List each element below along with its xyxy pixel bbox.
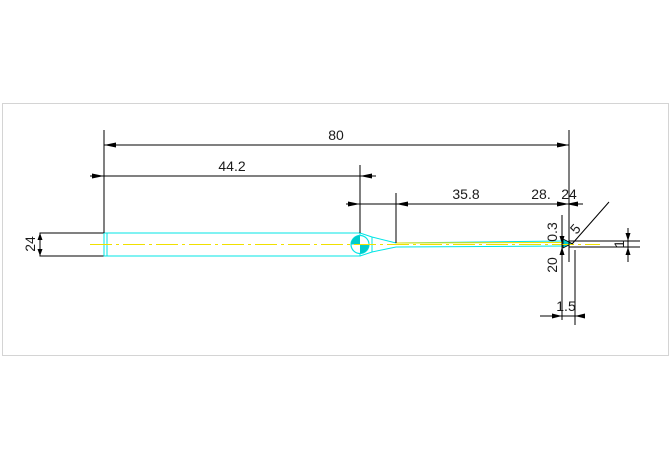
- part-outline: [39, 232, 600, 257]
- dim-20-label: 20: [544, 257, 560, 273]
- arrow-1-5-right: [575, 313, 585, 319]
- dim-1-right-label: 1: [611, 240, 627, 248]
- arrow-tip-upper: [559, 236, 565, 244]
- arrow-44-2-left: [92, 173, 104, 179]
- arrow-80-left: [104, 142, 116, 148]
- dimensions: 80 44.2 35.8 28. 24 24 0.3 20 5: [22, 127, 640, 325]
- section-quadrant-upper-left: [351, 235, 360, 245]
- dim-80-label: 80: [328, 127, 344, 143]
- arrow-1-right-top: [625, 233, 631, 241]
- dim-35-8-label: 35.8: [452, 186, 479, 202]
- dim-28-label: 28.: [531, 186, 550, 202]
- needle-tip: [562, 238, 573, 249]
- arrow-35-8-right: [396, 201, 408, 207]
- arrow-1-5-left: [552, 313, 562, 319]
- arrow-1-right-bottom: [625, 247, 631, 255]
- dim-0-3-label: 0.3: [544, 222, 560, 242]
- needle-inner-edge: [395, 242, 566, 244]
- arrow-44-2-right: [360, 173, 372, 179]
- dim-1-5-label: 1.5: [556, 298, 576, 314]
- arrow-35-8-left: [348, 201, 360, 207]
- dim-24-left-label: 24: [22, 236, 38, 252]
- dim-44-2-label: 44.2: [218, 158, 245, 174]
- arrow-24-left-top: [37, 233, 43, 240]
- arrow-tip-lower: [559, 247, 565, 255]
- arrow-80-right: [557, 142, 569, 148]
- dim-24-top-label: 24: [561, 186, 577, 202]
- drawing-frame: [2, 103, 669, 356]
- arrow-28-right: [557, 201, 569, 207]
- leader-5: [571, 201, 610, 245]
- arrow-24-left-bottom: [37, 249, 43, 256]
- section-quadrant-lower-right: [360, 244, 369, 254]
- arrow-24-tip: [566, 201, 578, 207]
